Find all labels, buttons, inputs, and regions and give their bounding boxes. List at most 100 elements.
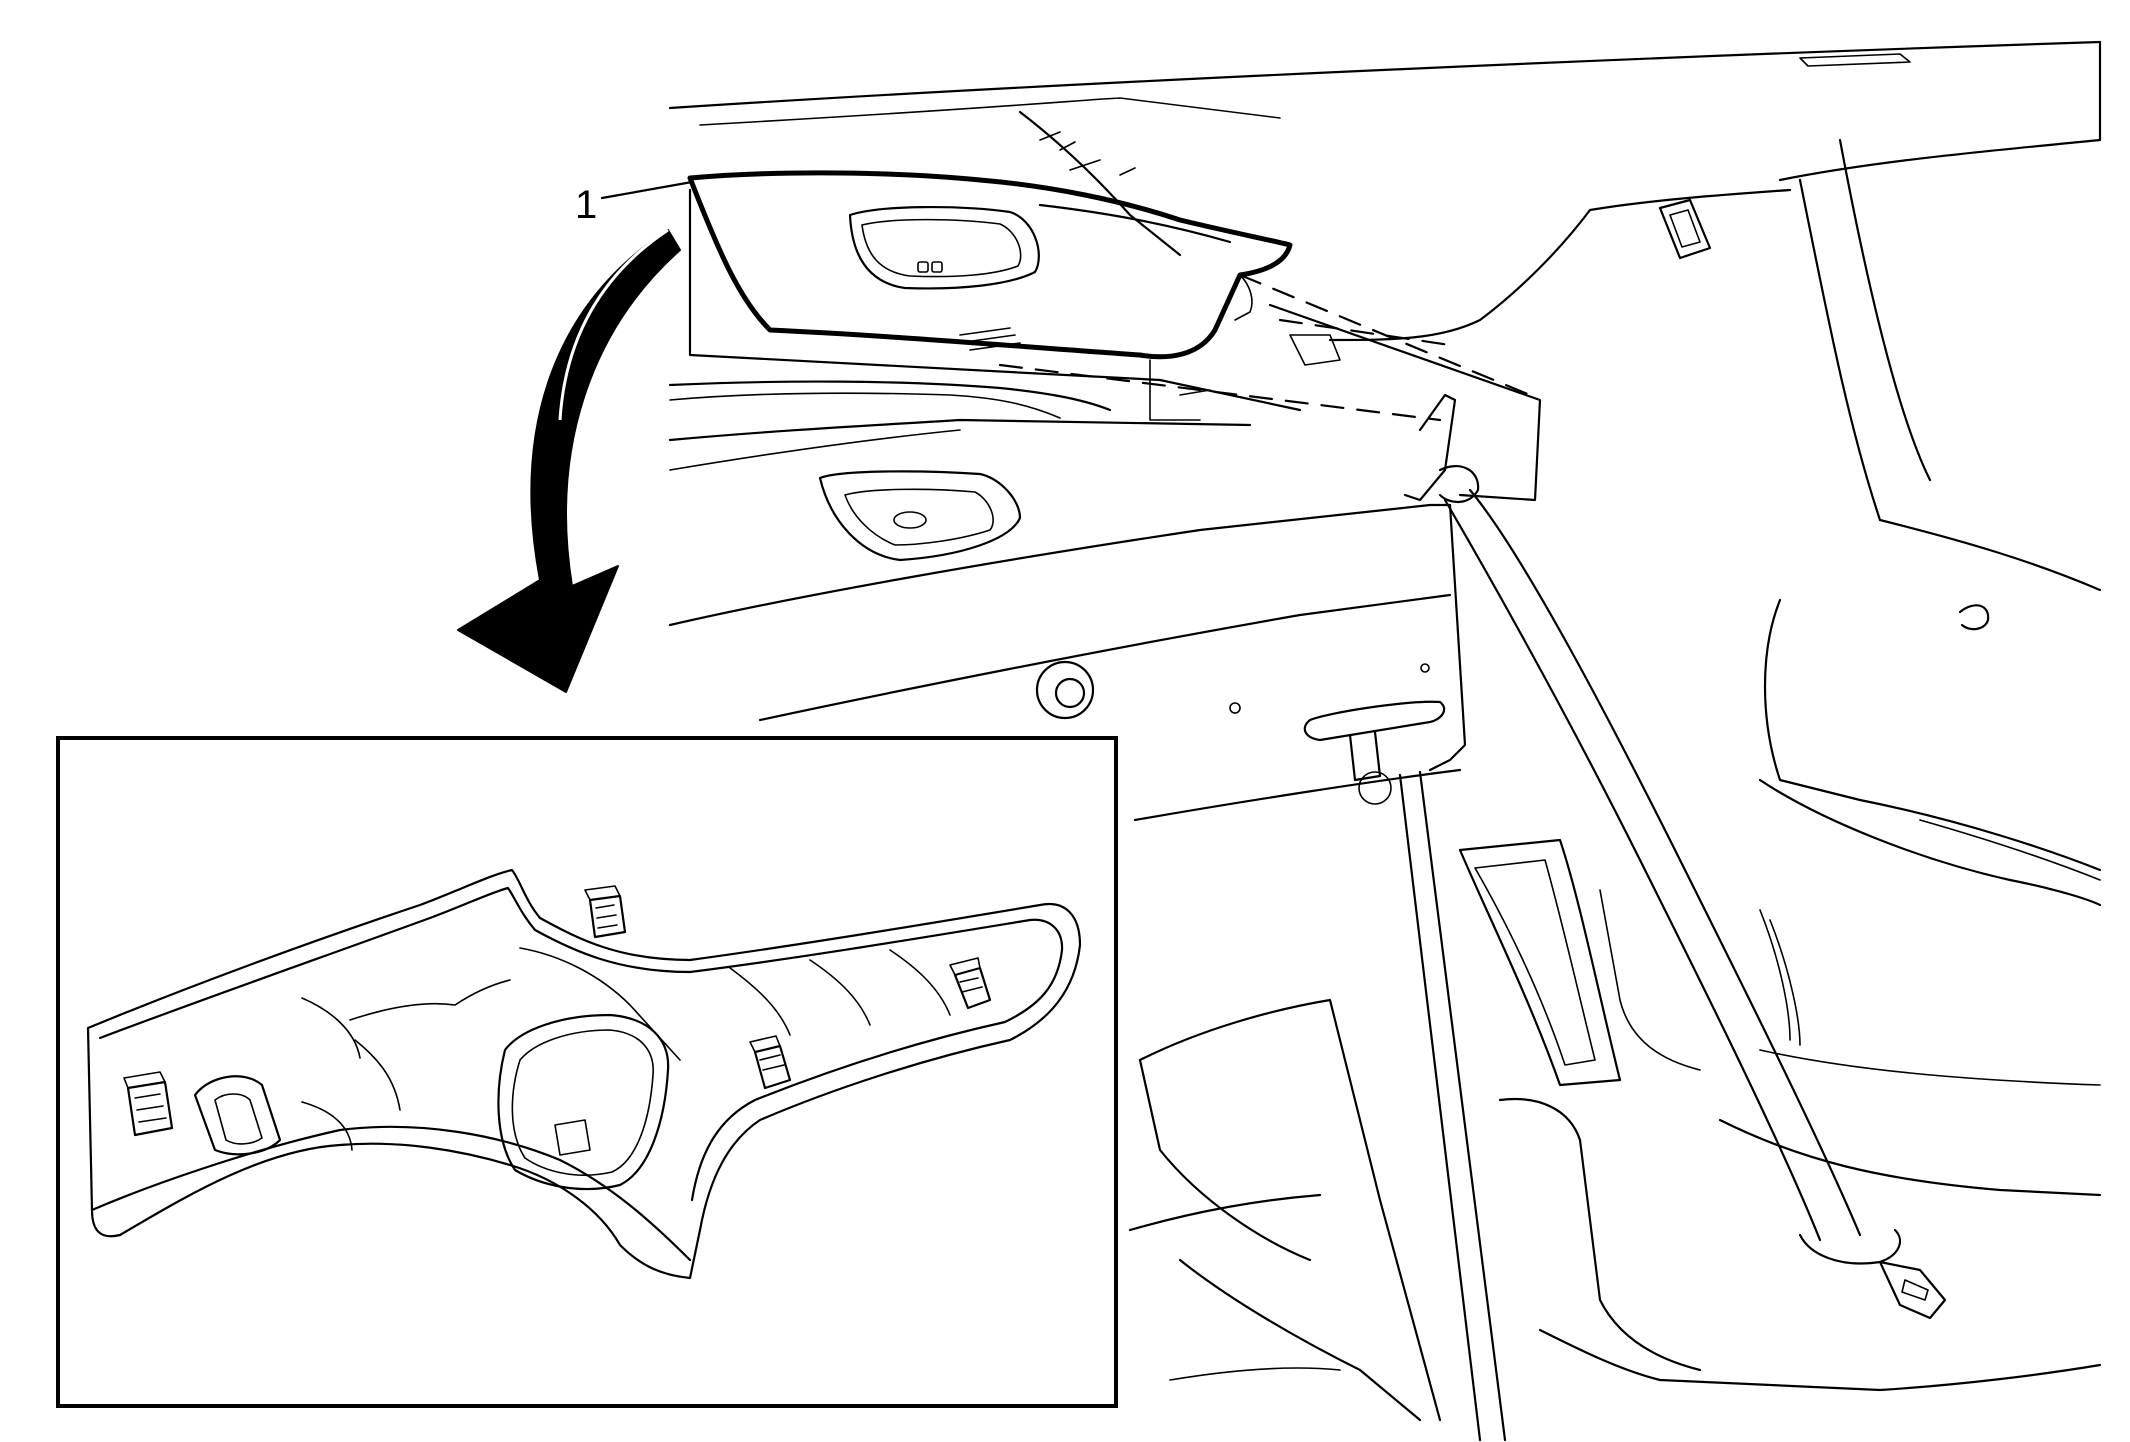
handle-clip-a <box>917 261 929 273</box>
defrost-lines <box>1039 131 1136 176</box>
cargo-tray <box>1458 838 1622 1087</box>
belt-guide-bolt <box>1438 465 1480 503</box>
seatback-face <box>758 593 1452 722</box>
package-shelf-back <box>668 380 1112 412</box>
roof-right-edge <box>1778 40 2102 182</box>
ghost-panel-detail <box>1149 359 1211 421</box>
ghost-panel-dash-1 <box>998 363 1442 422</box>
inset-panel-rib-1 <box>301 997 361 1059</box>
floor-edge <box>1128 1193 1322 1232</box>
anchor-inner <box>1054 677 1086 709</box>
spare-well <box>1498 1098 1702 1372</box>
pillar-light-inner <box>1669 209 1701 248</box>
trim-panel-handle-inner <box>861 218 1022 278</box>
coat-hook <box>1958 604 1990 631</box>
cargo-tray-inner <box>1474 859 1596 1066</box>
rear-door-opening <box>1878 518 2102 592</box>
floor-line-1 <box>1759 1049 2101 1086</box>
handle-clip-b <box>931 261 943 273</box>
inset-panel-rib-6 <box>809 959 871 1026</box>
seat-latch-stem <box>1348 730 1382 782</box>
floor-line-2 <box>1599 889 1701 1071</box>
bolt-3 <box>1358 771 1392 805</box>
trim-panel-handle <box>848 205 1040 290</box>
inset-panel-bottom <box>90 1125 692 1262</box>
wheelhouse-top <box>1758 778 2102 907</box>
anchor-outer <box>1035 660 1095 720</box>
shelf-opening <box>818 470 1022 562</box>
quarter-upper-trim-panel <box>687 170 1542 502</box>
lower-cushion-2 <box>1178 1258 1422 1422</box>
seat-belt-left <box>1443 498 1822 1242</box>
pillar-light <box>1658 198 1712 260</box>
side-panel-line <box>1919 819 2101 881</box>
bracket-panel <box>1428 503 1467 772</box>
clip-icon <box>584 885 627 939</box>
c-pillar-back <box>1798 178 1882 522</box>
floor-bottom <box>1538 1328 2102 1392</box>
inset-panel-inner <box>98 886 1064 1202</box>
inset-panel-rib-8 <box>519 947 681 1061</box>
rear-side-panel <box>1763 598 2102 872</box>
ghost-panel-dash-2 <box>1238 273 1532 397</box>
ghost-panel-slot <box>1289 334 1341 366</box>
release-rod-b <box>1418 770 1507 1442</box>
inset-handle-recess <box>497 1013 670 1191</box>
clip-icon <box>749 1035 792 1090</box>
shelf-opening-inner <box>844 488 994 546</box>
inset-panel-rib-2 <box>349 979 511 1021</box>
locator-pin-icon <box>193 1075 282 1156</box>
shelf-edge-left <box>669 429 961 471</box>
shelf-contour <box>669 392 1061 419</box>
inset-detail-view <box>56 736 1118 1408</box>
seat-belt-right <box>1468 488 1862 1237</box>
bolt-1 <box>1229 702 1241 714</box>
rear-floor-edge <box>1718 1118 2102 1197</box>
bolt-2 <box>1420 663 1430 673</box>
release-rod-a <box>1398 773 1482 1442</box>
quarter-striation <box>1759 909 1801 1046</box>
ghost-panel-right <box>1268 303 1542 502</box>
clip-icon <box>949 957 992 1010</box>
callout-1: 1 <box>575 180 694 227</box>
floor-panel <box>1138 998 1442 1422</box>
ghost-panel-left <box>688 188 1302 412</box>
curved-arrow-down-icon <box>457 228 681 693</box>
belt-guide <box>1403 393 1457 502</box>
seat-latch <box>1303 700 1446 742</box>
inset-handle-clip <box>554 1119 591 1156</box>
belt-slot <box>1901 1279 1929 1301</box>
vehicle-interior <box>668 40 2102 1442</box>
callout-1-leader <box>600 180 694 200</box>
seatback-lower <box>1133 768 1462 822</box>
inset-frame <box>56 736 1118 1408</box>
inset-panel-outline <box>86 868 1082 1280</box>
roof-vent <box>1799 53 1911 67</box>
callout-1-label: 1 <box>575 183 597 227</box>
seat-belt-latch <box>1878 1260 1947 1320</box>
quarter-trim-curve <box>1328 208 1592 342</box>
inset-panel-rib-4 <box>354 1039 401 1111</box>
lower-cushion <box>1138 1058 1312 1262</box>
headliner-edge <box>668 40 2102 110</box>
seat-belt-buckle <box>1798 1228 1902 1265</box>
trim-panel-clip <box>1234 274 1253 321</box>
c-pillar-front <box>1838 138 1932 482</box>
inset-handle-recess-inner <box>511 1029 654 1176</box>
inset-panel-rib-7 <box>889 949 951 1016</box>
quarter-trim-edge <box>1588 188 1792 212</box>
trim-panel-outline <box>687 170 1293 360</box>
seatback-top <box>668 503 1432 627</box>
ghost-panel-hatch <box>959 327 1021 351</box>
ghost-panel-dash-3 <box>1278 318 1452 347</box>
trim-panel-top-edge <box>1038 203 1232 244</box>
package-shelf-front <box>668 418 1252 442</box>
inset-panel-rib-3 <box>301 1101 353 1151</box>
headliner-inner <box>699 97 1281 126</box>
rear-window-frame <box>1018 110 1182 257</box>
shelf-opening-lens <box>893 511 927 529</box>
clip-icon <box>123 1071 174 1137</box>
lower-block <box>1169 1367 1341 1381</box>
inset-panel-rib-5 <box>729 967 791 1036</box>
